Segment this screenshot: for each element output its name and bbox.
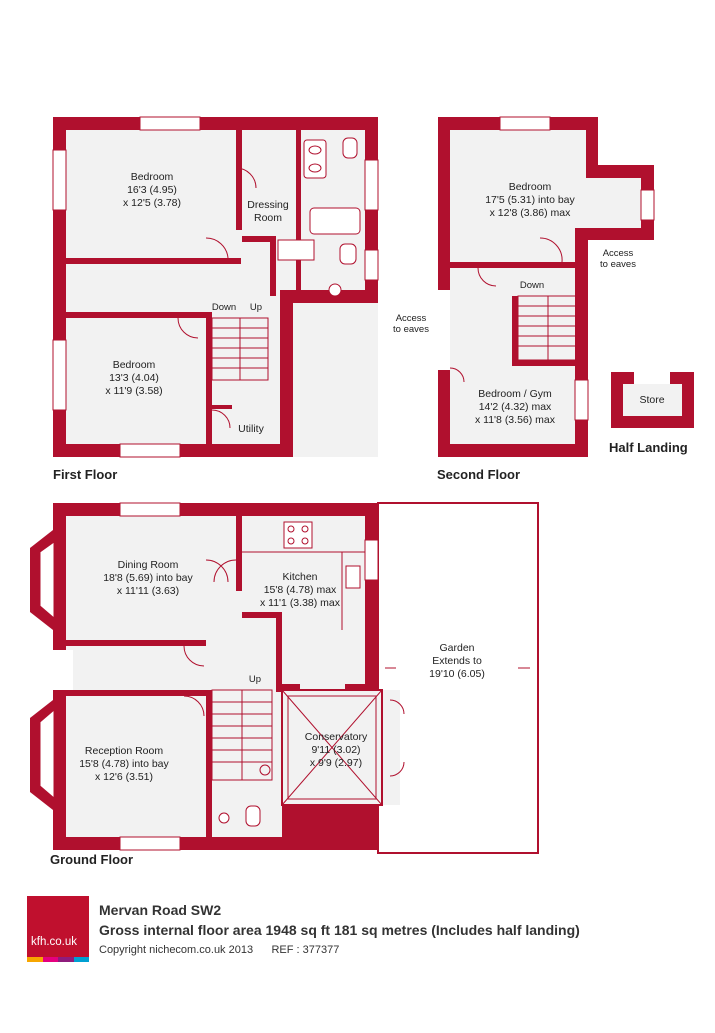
- store-label: Store: [639, 394, 664, 406]
- sf-eaves-right-line2: to eaves: [600, 259, 636, 270]
- half-landing-label: Half Landing: [609, 440, 688, 455]
- logo-color-stripe: [27, 957, 89, 962]
- gf-kitchen-dim2: x 11'1 (3.38) max: [260, 597, 341, 609]
- floor-area-text: Gross internal floor area 1948 sq ft 181…: [99, 922, 580, 938]
- sf-gym-name: Bedroom / Gym: [478, 388, 552, 400]
- gf-kitchen-dim1: 15'8 (4.78) max: [264, 584, 337, 596]
- ff-up-label: Up: [250, 302, 262, 313]
- gf-garden-dim1: Extends to: [432, 655, 482, 667]
- gf-dining-name: Dining Room: [118, 559, 179, 571]
- gf-up-label: Up: [249, 674, 261, 685]
- half-landing-plan: [611, 372, 694, 428]
- gf-reception-dim2: x 12'6 (3.51): [95, 771, 153, 783]
- ground-floor-label: Ground Floor: [50, 852, 133, 867]
- sf-bedroom-name: Bedroom: [509, 181, 552, 193]
- first-floor-plan: [52, 116, 379, 458]
- stripe-4: [73, 957, 89, 962]
- first-floor-label: First Floor: [53, 467, 117, 482]
- property-title: Mervan Road SW2: [99, 902, 222, 918]
- gf-reception-dim1: 15'8 (4.78) into bay: [79, 758, 169, 770]
- sf-eaves-left-line1: Access: [396, 313, 427, 324]
- copyright-text: Copyright nichecom.co.uk 2013: [99, 944, 254, 956]
- reference-text: REF : 377377: [271, 944, 340, 956]
- gf-conservatory-dim1: 9'11 (3.02): [311, 744, 360, 756]
- stripe-2: [42, 957, 58, 962]
- ff-bedroom1-dim1: 16'3 (4.95): [127, 184, 177, 196]
- room-labels: Bedroom 16'3 (4.95) x 12'5 (3.78) Dressi…: [50, 171, 688, 867]
- logo-text: kfh.co.uk: [31, 936, 78, 948]
- stripe-1: [27, 957, 43, 962]
- second-floor-label: Second Floor: [437, 467, 520, 482]
- gf-garden-name: Garden: [439, 642, 474, 654]
- gf-conservatory-name: Conservatory: [305, 731, 368, 743]
- gf-reception-name: Reception Room: [85, 745, 163, 757]
- sf-gym-dim2: x 11'8 (3.56) max: [475, 414, 556, 426]
- gf-dining-dim2: x 11'11 (3.63): [117, 585, 179, 597]
- ground-floor-plan: [30, 502, 539, 854]
- gf-garden-dim2: 19'10 (6.05): [429, 668, 485, 680]
- floor-plan: Bedroom 16'3 (4.95) x 12'5 (3.78) Dressi…: [30, 116, 694, 867]
- ff-down-label: Down: [212, 302, 236, 313]
- stripe-3: [58, 957, 74, 962]
- gf-kitchen-name: Kitchen: [282, 571, 317, 583]
- ff-utility-label: Utility: [238, 423, 264, 435]
- sf-down-label: Down: [520, 280, 544, 291]
- copyright-line: Copyright nichecom.co.uk 2013 REF : 3773…: [99, 944, 339, 956]
- ff-bedroom1-name: Bedroom: [131, 171, 174, 183]
- gf-dining-dim1: 18'8 (5.69) into bay: [103, 572, 193, 584]
- sf-bedroom-dim2: x 12'8 (3.86) max: [490, 207, 572, 219]
- ff-bedroom2-dim1: 13'3 (4.04): [109, 372, 159, 384]
- footer: kfh.co.uk Mervan Road SW2 Gross internal…: [27, 896, 687, 976]
- second-floor-plan: [438, 116, 655, 457]
- sf-gym-dim1: 14'2 (4.32) max: [479, 401, 552, 413]
- kfh-logo: kfh.co.uk: [27, 896, 89, 962]
- ff-dressing-line2: Room: [254, 212, 282, 224]
- sf-eaves-left-line2: to eaves: [393, 324, 429, 335]
- ff-bedroom2-dim2: x 11'9 (3.58): [105, 385, 162, 397]
- ff-bedroom1-dim2: x 12'5 (3.78): [123, 197, 181, 209]
- gf-conservatory-dim2: x 9'9 (2.97): [310, 757, 362, 769]
- sf-eaves-right-line1: Access: [603, 248, 634, 259]
- sf-bedroom-dim1: 17'5 (5.31) into bay: [485, 194, 575, 206]
- ff-dressing-line1: Dressing: [247, 199, 289, 211]
- ff-bedroom2-name: Bedroom: [113, 359, 156, 371]
